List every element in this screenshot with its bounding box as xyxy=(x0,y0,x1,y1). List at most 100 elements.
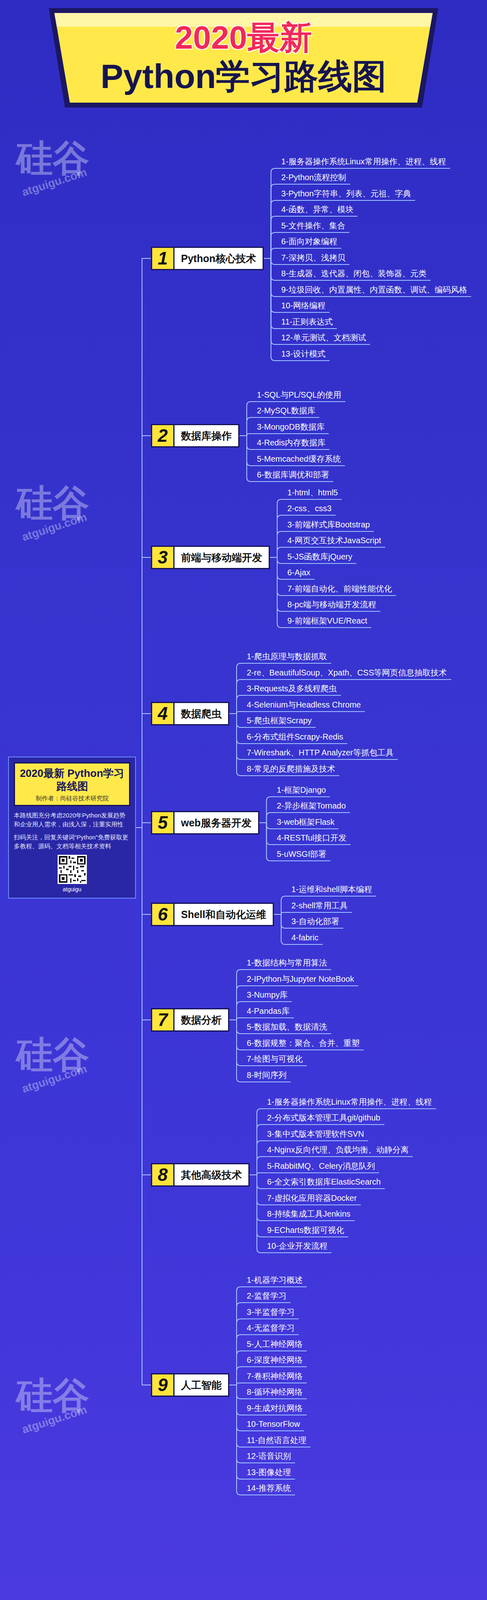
branch-line xyxy=(239,401,256,436)
topic-text: 5-数据加载、数据清洗 xyxy=(246,1021,328,1033)
branch-line xyxy=(229,713,246,744)
topic-item: 7-绘图与可视化 xyxy=(245,1053,307,1067)
branch-line xyxy=(259,812,276,824)
branch-line xyxy=(239,417,256,436)
branch-line xyxy=(229,1287,246,1386)
branch-line xyxy=(249,1124,266,1176)
branch-line xyxy=(239,435,256,466)
branch-line xyxy=(249,1175,266,1206)
topic-item: 6-数据规整：聚合、合并、重塑 xyxy=(245,1038,364,1051)
topic-item: 2-异步框架Tornado xyxy=(275,800,350,814)
topic-text: 9-ECharts数据可视化 xyxy=(267,1225,345,1236)
branch-line xyxy=(249,1175,266,1238)
branch-line xyxy=(263,258,281,265)
topic-text: 3-半监督学习 xyxy=(246,1307,295,1318)
branch-line xyxy=(263,232,281,259)
branch-line xyxy=(269,557,287,564)
branch-line xyxy=(269,499,287,558)
topic-text: 12-语音识别 xyxy=(246,1451,291,1462)
topic-item: 5-uWSGI部署 xyxy=(275,849,331,862)
topic-text: 5-文件操作、集合 xyxy=(281,220,346,231)
branch-line xyxy=(229,1020,246,1083)
topic-item: 2-监督学习 xyxy=(245,1290,291,1304)
topic-item: 5-爬虫框架Scrapy xyxy=(245,715,316,729)
topic-item: 6-全文索引数据库ElasticSearch xyxy=(265,1176,385,1190)
category-number: 7 xyxy=(150,1008,175,1033)
topic-text: 2-MySQL数据库 xyxy=(256,405,316,416)
topic-text: 6-分布式组件Scrapy-Redis xyxy=(246,731,344,743)
topic-item: 3-自动化部署 xyxy=(290,916,344,929)
topic-item: 5-数据加载、数据清洗 xyxy=(245,1021,332,1035)
topic-text: 7-Wireshark、HTTP Analyzer等抓包工具 xyxy=(246,747,394,759)
category-label: 数据爬虫 xyxy=(174,702,230,726)
branch-line xyxy=(263,200,281,259)
branch-line xyxy=(259,823,276,845)
branch-line xyxy=(263,216,281,259)
category-number: 9 xyxy=(150,1373,175,1398)
branch-line xyxy=(229,1385,246,1432)
topic-text: 3-Requests及多线程爬虫 xyxy=(246,683,337,694)
topic-item: 2-shell常用工具 xyxy=(290,900,352,914)
topic-item: 9-ECharts数据可视化 xyxy=(265,1225,349,1238)
topic-text: 5-Memcached缓存系统 xyxy=(256,453,341,465)
branch-line xyxy=(229,1385,246,1496)
topic-item: 1-数据结构与常用算法 xyxy=(245,957,332,971)
topic-text: 6-面向对象编程 xyxy=(281,236,338,247)
topic-item: 11-正则表达式 xyxy=(280,316,337,330)
topic-item: 9-生成对抗网络 xyxy=(245,1403,307,1416)
topic-item: 8-持续集成工具Jenkins xyxy=(265,1208,355,1222)
branch-line xyxy=(229,1020,246,1067)
topic-item: 3-集中式版本管理软件SVN xyxy=(265,1129,369,1142)
topic-text: 8-常见的反爬措施及技术 xyxy=(246,763,336,775)
category-number: 3 xyxy=(150,545,175,570)
topic-item: 8-时间序列 xyxy=(245,1070,291,1083)
topic-text: 2-IPython与Jupyter NoteBook xyxy=(246,974,355,985)
topic-text: 3-集中式版本管理软件SVN xyxy=(267,1129,365,1140)
topic-text: 4-RESTful接口开发 xyxy=(276,832,347,844)
topic-item: 8-循环神经网络 xyxy=(245,1387,307,1400)
branch-line xyxy=(263,258,281,297)
topic-text: 7-卷积神经网络 xyxy=(246,1371,303,1382)
topic-item: 2-css、css3 xyxy=(286,503,336,516)
branch-line xyxy=(273,914,291,945)
branch-line xyxy=(269,515,287,558)
category-box: 5web服务器开发 xyxy=(150,811,260,835)
panel-description: 本路线图充分考虑2020年Python发展趋势和企业用人需求，由浅入深，注重实用… xyxy=(13,811,131,830)
topic-item: 3-半监督学习 xyxy=(245,1307,299,1320)
topic-text: 8-生成器、迭代器、闭包、装饰器、元类 xyxy=(281,268,427,279)
branch-line xyxy=(249,1175,266,1190)
topic-item: 6-面向对象编程 xyxy=(280,236,342,249)
topic-item: 5-JS函数库jQuery xyxy=(286,551,357,565)
branch-line xyxy=(249,1175,266,1254)
branch-line xyxy=(229,695,246,714)
topic-item: 2-MySQL数据库 xyxy=(255,405,320,419)
topic-text: 3-自动化部署 xyxy=(291,916,340,927)
spine-line xyxy=(135,557,151,828)
topic-text: 1-爬虫原理与数据抓取 xyxy=(246,651,328,662)
category-label: 其他高级技术 xyxy=(174,1163,250,1188)
topic-item: 5-Memcached缓存系统 xyxy=(255,453,345,467)
topic-item: 13-图像处理 xyxy=(245,1467,296,1481)
topic-text: 6-深度神经网络 xyxy=(246,1355,303,1366)
topic-item: 6-数据库调优和部署 xyxy=(255,469,334,483)
topic-item: 7-卷积神经网络 xyxy=(245,1371,307,1384)
topic-text: 8-pc端与移动端开发流程 xyxy=(287,599,377,610)
topic-text: 1-html、html5 xyxy=(287,487,338,498)
branch-line xyxy=(259,797,276,824)
topic-text: 2-监督学习 xyxy=(246,1290,287,1302)
category-label: web服务器开发 xyxy=(174,811,260,835)
topic-text: 1-运维和shell脚本编程 xyxy=(291,884,373,895)
category-label: 前端与移动端开发 xyxy=(174,545,270,570)
category-label: 人工智能 xyxy=(174,1373,230,1398)
topic-item: 1-运维和shell脚本编程 xyxy=(290,884,377,897)
topic-text: 3-前端样式库Bootstrap xyxy=(287,519,370,531)
branch-line xyxy=(229,1020,246,1051)
qr-caption: atguigu xyxy=(13,885,131,894)
topic-item: 4-网页交互技术JavaScript xyxy=(286,535,386,548)
topic-item: 1-html、html5 xyxy=(286,487,342,500)
title-year: 2020最新 xyxy=(174,19,313,57)
branch-line xyxy=(229,1385,246,1448)
branch-line xyxy=(269,557,287,612)
branch-line xyxy=(263,184,281,259)
